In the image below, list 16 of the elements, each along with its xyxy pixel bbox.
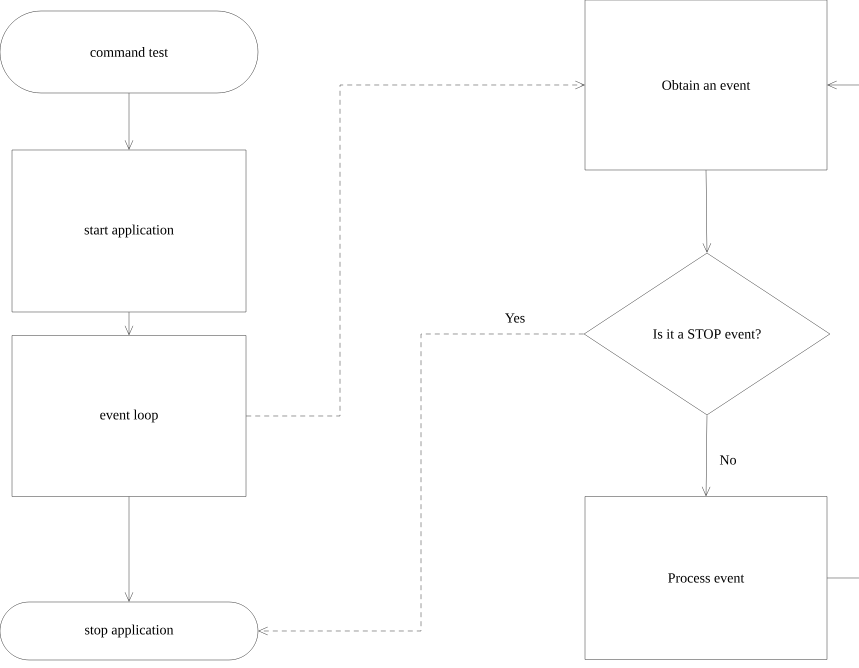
arrow (702, 170, 712, 252)
process-box: start application (12, 150, 246, 312)
arrow (124, 93, 134, 150)
process-box: event loop (12, 335, 246, 497)
terminal-box: stop application (0, 602, 258, 660)
arrow (702, 415, 710, 496)
process-box: Process event (584, 496, 828, 660)
edge-label: Yes (504, 312, 526, 324)
arrow (246, 80, 585, 416)
arrow (124, 312, 134, 335)
process-box: Obtain an event (584, 0, 828, 170)
edge-label: No (718, 454, 738, 466)
terminal-box: command test (0, 10, 258, 94)
arrow (827, 80, 859, 578)
arrow (124, 496, 134, 602)
arrow (258, 334, 584, 636)
